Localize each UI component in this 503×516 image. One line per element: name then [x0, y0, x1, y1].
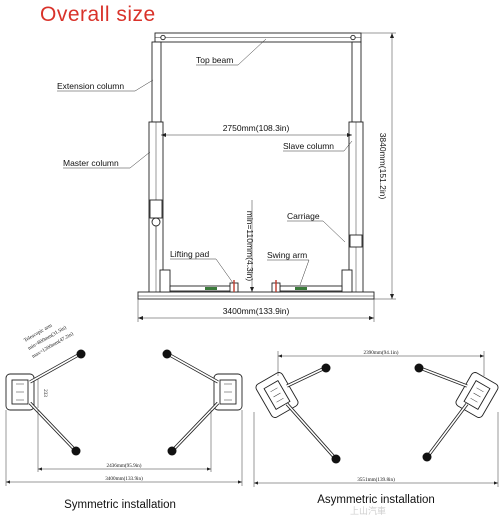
base-width-label: 3400mm(133.9in)	[223, 306, 290, 316]
total-height-dimension: 3840mm(151.2in)	[361, 32, 396, 300]
total-height-label: 3840mm(151.2in)	[378, 133, 388, 200]
swing-arm-left	[169, 280, 239, 293]
callouts: Top beam Extension column Master column …	[57, 38, 353, 286]
front-elevation: 2750mm(108.3in) 3840mm(151.2in) min=110m…	[57, 32, 396, 322]
asym-arms-left	[285, 363, 341, 464]
top-beam-label: Top beam	[196, 55, 233, 65]
swing-arm-right	[271, 280, 343, 293]
carriage-label: Carriage	[287, 211, 320, 221]
asymmetric-plan: 2390mm(94.1in) 3551mm(139.8in)	[253, 349, 499, 487]
lifting-pad-label: Lifting pad	[170, 249, 209, 259]
telescopic-arm-annotation: Telescopic arm min=800mm(31.5in) max=120…	[23, 323, 75, 360]
asym-arms-right	[414, 363, 469, 462]
sym-total-label: 3400mm(133.9in)	[105, 475, 143, 482]
min-height-label: min=110mm(4.3in)	[245, 211, 255, 282]
base-width-dimension: 3400mm(133.9in)	[137, 299, 375, 322]
inner-width-dimension: 2750mm(108.3in)	[161, 123, 352, 137]
swing-arm-label: Swing arm	[267, 250, 307, 260]
asym-top-label: 2390mm(94.1in)	[363, 349, 398, 356]
sym-column-right	[213, 373, 243, 411]
sym-arms-right	[162, 349, 220, 456]
watermark: 上山汽車	[350, 505, 386, 516]
slave-column-label: Slave column	[283, 141, 334, 151]
page-title: Overall size	[40, 3, 156, 26]
extension-column-label: Extension column	[57, 81, 124, 91]
symmetric-caption: Symmetric installation	[64, 499, 176, 511]
sym-column-depth-label: 233	[42, 389, 48, 397]
master-column	[148, 121, 164, 299]
min-height-dimension: min=110mm(4.3in)	[245, 200, 255, 292]
asymmetric-caption: Asymmetric installation	[317, 494, 435, 506]
sym-pad-span-label: 2436mm(95.9in)	[106, 462, 141, 469]
carriage-right	[341, 269, 353, 293]
sym-column-left	[5, 373, 35, 411]
symmetric-plan: 233 Telescopic arm min=800mm(31.5in) max…	[5, 323, 243, 486]
top-beam	[154, 32, 362, 43]
asym-total-label: 3551mm(139.8in)	[357, 476, 395, 483]
inner-width-label: 2750mm(108.3in)	[223, 123, 290, 133]
carriage-left	[159, 269, 171, 293]
master-column-label: Master column	[63, 158, 119, 168]
extension-column-left	[151, 41, 162, 123]
extension-column-right	[351, 41, 362, 123]
sym-arms-left	[28, 349, 86, 456]
base-plate	[137, 291, 375, 300]
